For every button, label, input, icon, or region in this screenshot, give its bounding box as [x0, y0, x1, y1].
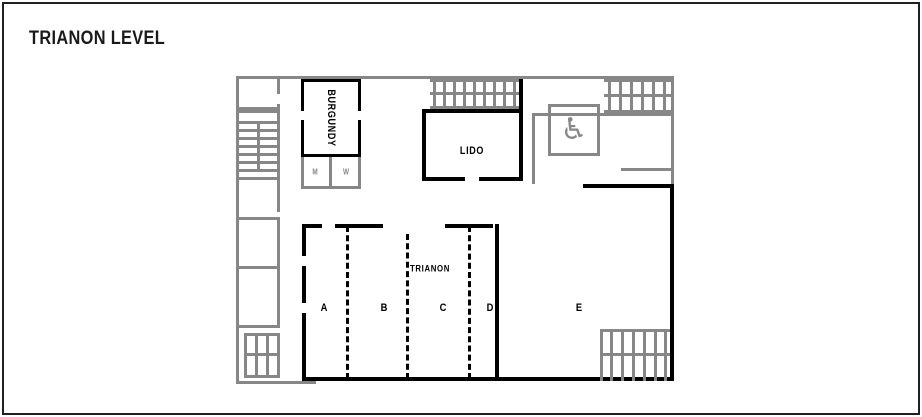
- stair-step: [664, 329, 667, 381]
- stair-center-rail: [257, 121, 260, 172]
- trianon-wall-west-upper: [302, 224, 306, 256]
- accessible-entrance-box[interactable]: ♿: [548, 104, 600, 156]
- section-label-e: E: [575, 302, 583, 314]
- hall-wall-east: [670, 184, 674, 381]
- stair-outline-top: [244, 333, 280, 336]
- corridor-west-wall-seg-5: [239, 325, 280, 328]
- stair-rail-mid: [604, 94, 671, 97]
- stair-step: [513, 79, 516, 109]
- corridor-west-wall-seg-1: [239, 107, 280, 110]
- lido-wall-north: [422, 109, 523, 113]
- stair-step: [652, 79, 655, 113]
- stair-step: [619, 79, 622, 113]
- wheelchair-accessible-icon: ♿: [560, 112, 588, 147]
- stair-step: [621, 329, 624, 381]
- stair-outline-bottom: [244, 375, 280, 378]
- stair-step: [443, 79, 446, 109]
- restroom-block-outline-right: [358, 157, 361, 189]
- room-label-burgundy: BURGUNDY: [325, 89, 337, 147]
- lido-wall-south-left: [422, 177, 465, 181]
- section-label-c: C: [439, 302, 447, 314]
- burgundy-wall-west-lower: [301, 120, 304, 157]
- room-label-trianon: TRIANON: [409, 263, 451, 275]
- burgundy-wall-east-lower: [358, 120, 361, 157]
- stair-rail-v1: [255, 333, 258, 378]
- stair-step: [654, 329, 657, 381]
- trianon-partition-cd: [468, 226, 471, 379]
- stair-north-lido: [430, 79, 520, 109]
- wall-east-outer-upper: [671, 76, 674, 224]
- stair-step: [663, 79, 666, 113]
- stair-step: [473, 79, 476, 109]
- stair-step: [463, 79, 466, 109]
- stair-rail-bottom: [604, 110, 671, 113]
- corridor-east-wall-north: [535, 113, 671, 116]
- trianon-wall-south: [302, 377, 674, 381]
- corridor-west-wall-seg-3: [239, 217, 280, 220]
- stair-step: [493, 79, 496, 109]
- section-label-a: A: [320, 302, 328, 314]
- stair-southeast: [600, 329, 670, 381]
- trianon-wall-de-divider: [495, 224, 499, 381]
- corridor-west-divider-upper: [277, 104, 280, 212]
- stair-northeast: [604, 79, 671, 113]
- trianon-wall-north-seg-a: [302, 224, 322, 228]
- restroom-divider: [329, 157, 332, 189]
- trianon-wall-west-lower: [302, 313, 306, 381]
- section-label-d: D: [486, 302, 494, 314]
- stair-rail-mid: [244, 353, 280, 356]
- lido-wall-south-right: [479, 177, 523, 181]
- lido-wall-west: [422, 109, 426, 181]
- corridor-east-vert: [532, 113, 535, 184]
- stair-step: [239, 110, 277, 113]
- corridor-west-wall-seg-2: [239, 177, 280, 180]
- page-title: TRIANON LEVEL: [29, 28, 166, 49]
- trianon-partition-bc: [406, 234, 409, 379]
- stair-rail-top: [604, 79, 671, 82]
- stair-rail-mid: [600, 353, 670, 356]
- stair-step: [503, 79, 506, 109]
- trianon-wall-west-mid: [302, 266, 306, 303]
- room-label-lido: LIDO: [459, 145, 485, 157]
- stair-step: [630, 79, 633, 113]
- corridor-west-divider-mid: [277, 180, 280, 183]
- burgundy-wall-south: [301, 154, 361, 157]
- lido-wall-east: [519, 79, 523, 181]
- stair-step: [641, 79, 644, 113]
- corridor-east-stub: [621, 168, 671, 171]
- wall-west-outer: [236, 76, 239, 384]
- stair-step: [632, 329, 635, 381]
- stair-step: [453, 79, 456, 109]
- burgundy-wall-west-upper: [301, 79, 304, 111]
- hall-wall-northeast: [583, 184, 674, 188]
- restroom-label-mens: M: [312, 167, 318, 177]
- stair-step: [483, 79, 486, 109]
- stair-step: [643, 329, 646, 381]
- stair-rail-top: [600, 329, 670, 332]
- restroom-block-outline-left: [301, 157, 304, 189]
- stair-outline-left: [600, 329, 603, 381]
- corridor-west-divider-lower: [277, 220, 280, 328]
- wall-north-outer: [236, 76, 674, 79]
- burgundy-wall-east-upper: [358, 79, 361, 111]
- stair-step: [608, 79, 611, 113]
- restroom-label-womens: W: [342, 167, 350, 177]
- stair-west-lower: [239, 328, 280, 381]
- corridor-west-wall-seg-4: [239, 266, 280, 269]
- corridor-west-divider-top: [277, 79, 280, 94]
- stair-rail-v2: [266, 333, 269, 378]
- stair-step: [610, 329, 613, 381]
- trianon-partition-ab: [346, 226, 349, 379]
- stair-step: [433, 79, 436, 109]
- burgundy-wall-north: [301, 79, 361, 82]
- stair-west-upper: [239, 110, 277, 177]
- trianon-level-floor-plan: BURGUNDY M W LIDO: [236, 76, 674, 384]
- section-label-b: B: [380, 302, 388, 314]
- wall-south-outer: [236, 381, 316, 384]
- trianon-wall-north-seg-b: [335, 224, 383, 228]
